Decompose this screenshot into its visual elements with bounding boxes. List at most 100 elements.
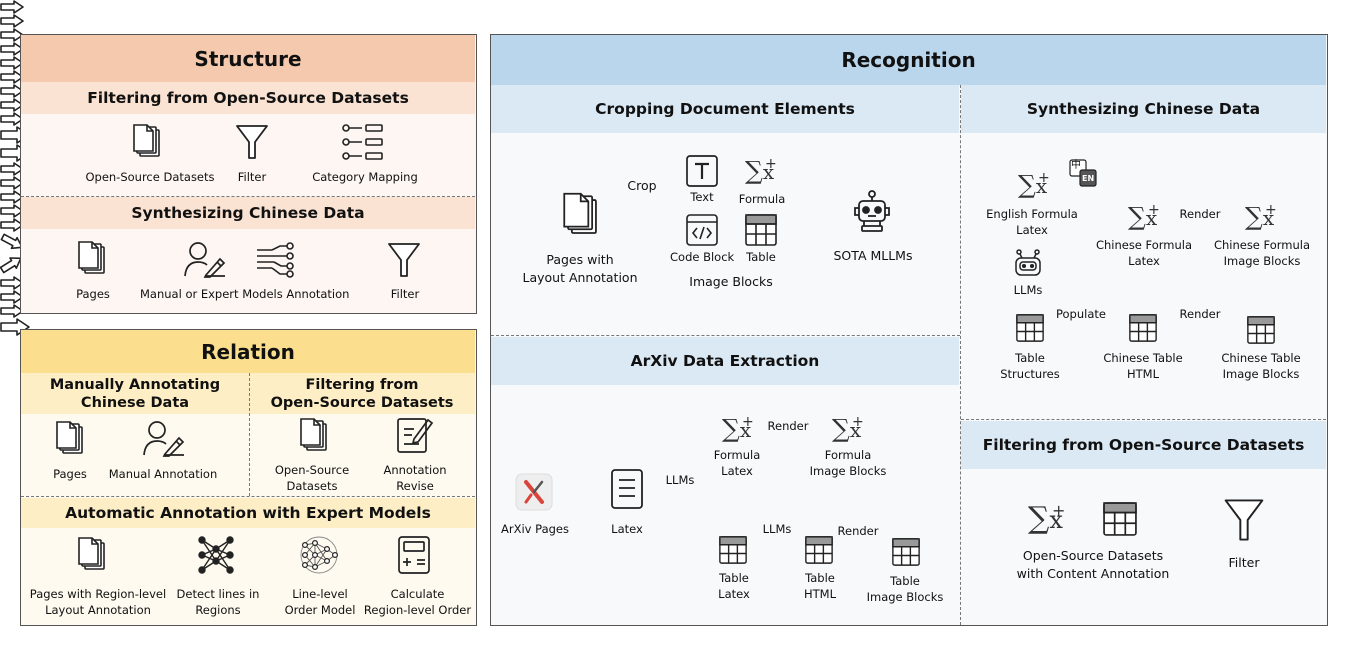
rec-filtering-title: Filtering from Open-Source Datasets [982, 436, 1305, 454]
formula-icon: ∑x+ [1018, 170, 1050, 199]
recognition-divider-right [961, 419, 1326, 420]
table-html-label: Table [805, 571, 835, 585]
step-label: Manual or Expert Models Annotation [140, 287, 350, 301]
structure-filtering-header: Filtering from Open-Source Datasets [21, 82, 475, 114]
recognition-panel: Recognition Cropping Document Elements S… [490, 34, 1328, 626]
image-blocks-label: Image Blocks [689, 274, 773, 289]
chinese-formula-image-label: Chinese Formula [1213, 238, 1311, 252]
funnel-icon [236, 124, 268, 160]
formula-icon: ∑x+ [1128, 202, 1160, 231]
llms-label: LLMs [665, 473, 695, 487]
formula-icon: ∑x+ [832, 414, 864, 443]
formula-image-label: Image Blocks [809, 464, 887, 478]
open-source-label: with Content Annotation [1016, 566, 1170, 581]
table-icon [745, 214, 777, 246]
neural-network-icon [198, 536, 234, 574]
llms-label: LLMs [762, 522, 792, 536]
formula-latex-label: Formula [713, 448, 761, 462]
relation-manual-title-l1: Manually Annotating [49, 376, 221, 393]
formula-icon: ∑x+ [745, 156, 777, 185]
step-label: Open-Source Datasets [85, 170, 215, 184]
arrow-icon [0, 290, 1350, 304]
arrow-icon [0, 70, 1350, 84]
code-block-label: Code Block [670, 250, 735, 264]
render-label: Render [837, 524, 879, 538]
latex-document-icon [611, 469, 643, 509]
table-image-label: Table [890, 574, 920, 588]
step-label: Regions [195, 603, 241, 617]
open-source-label: Open-Source Datasets [1022, 548, 1164, 563]
english-formula-label: English Formula [986, 207, 1078, 221]
chinese-table-html-label: Chinese Table [1103, 351, 1183, 365]
step-label: Detect lines in [176, 587, 260, 601]
cropping-title: Cropping Document Elements [595, 100, 855, 118]
crop-label: Crop [627, 178, 657, 193]
table-icon [892, 538, 920, 566]
table-image-label: Image Blocks [866, 590, 944, 604]
arrow-icon [0, 0, 1350, 14]
relation-divider-v [249, 373, 250, 496]
render-label: Render [767, 419, 809, 433]
relation-title: Relation [201, 339, 295, 364]
chinese-formula-image-label: Image Blocks [1223, 254, 1301, 268]
recognition-divider-left [491, 335, 960, 336]
table-latex-label: Latex [718, 587, 750, 601]
documents-icon [56, 421, 86, 455]
arxiv-title: ArXiv Data Extraction [630, 352, 820, 370]
table-icon [719, 536, 747, 564]
recognition-title: Recognition [841, 48, 976, 72]
calculator-icon [398, 536, 430, 574]
relation-manual-header: Manually Annotating Chinese Data [21, 373, 249, 414]
arrow-icon [0, 98, 1350, 112]
step-label: Line-level [292, 587, 348, 601]
rec-synth-header: Synthesizing Chinese Data [961, 85, 1326, 133]
relation-auto-title: Automatic Annotation with Expert Models [65, 504, 431, 522]
chinese-table-html-label: HTML [1126, 367, 1159, 381]
table-icon [1103, 502, 1137, 536]
arxiv-pages-label: ArXiv Pages [501, 522, 569, 536]
step-label: Filter [237, 170, 267, 184]
table-structures-label: Structures [1000, 367, 1060, 381]
arrow-icon [0, 304, 1350, 318]
table-icon [1129, 314, 1157, 342]
rec-filtering-header: Filtering from Open-Source Datasets [961, 421, 1326, 469]
step-label: Category Mapping [312, 170, 418, 184]
step-label: Filter [390, 287, 420, 301]
structure-synth-title: Synthesizing Chinese Data [131, 204, 365, 222]
arrow-icon [0, 56, 1350, 70]
arxiv-header: ArXiv Data Extraction [491, 337, 959, 385]
arrow-icon [0, 276, 1350, 290]
arrow-icon [0, 176, 1350, 190]
recognition-header: Recognition [491, 35, 1326, 85]
table-icon [1016, 314, 1044, 342]
render-label: Render [1179, 307, 1221, 321]
arrow-icon [0, 190, 1350, 204]
structure-panel: Structure Filtering from Open-Source Dat… [20, 34, 477, 314]
llms-label: LLMs [1013, 283, 1043, 297]
relation-auto-header: Automatic Annotation with Expert Models [21, 498, 475, 528]
arrow-icon [0, 204, 1350, 218]
annotator-icon [184, 241, 226, 278]
documents-icon [563, 192, 601, 236]
arrow-icon [0, 162, 1350, 176]
formula-label: Formula [738, 192, 786, 206]
structure-title: Structure [194, 46, 302, 71]
relation-filtering-title-l1: Filtering from [305, 376, 419, 393]
annotation-revise-icon [397, 415, 434, 453]
arrow-icon [0, 254, 1350, 276]
pages-layout-label: Layout Annotation [522, 270, 638, 285]
step-label: Pages with Region-level [29, 587, 167, 601]
table-icon [805, 536, 833, 564]
category-mapping-icon [342, 124, 384, 160]
structure-filtering-title: Filtering from Open-Source Datasets [87, 89, 409, 107]
arrow-icon [0, 112, 1350, 126]
table-icon [1247, 316, 1275, 344]
formula-icon: ∑x+ [1028, 501, 1066, 536]
chinese-formula-label: Latex [1128, 254, 1160, 268]
robot-icon [1013, 248, 1043, 278]
step-label: Pages [53, 467, 87, 481]
arrow-icon [0, 28, 1350, 42]
cropping-header: Cropping Document Elements [491, 85, 959, 133]
render-label: Render [1179, 207, 1221, 221]
relation-panel: Relation Manually Annotating Chinese Dat… [20, 329, 477, 626]
